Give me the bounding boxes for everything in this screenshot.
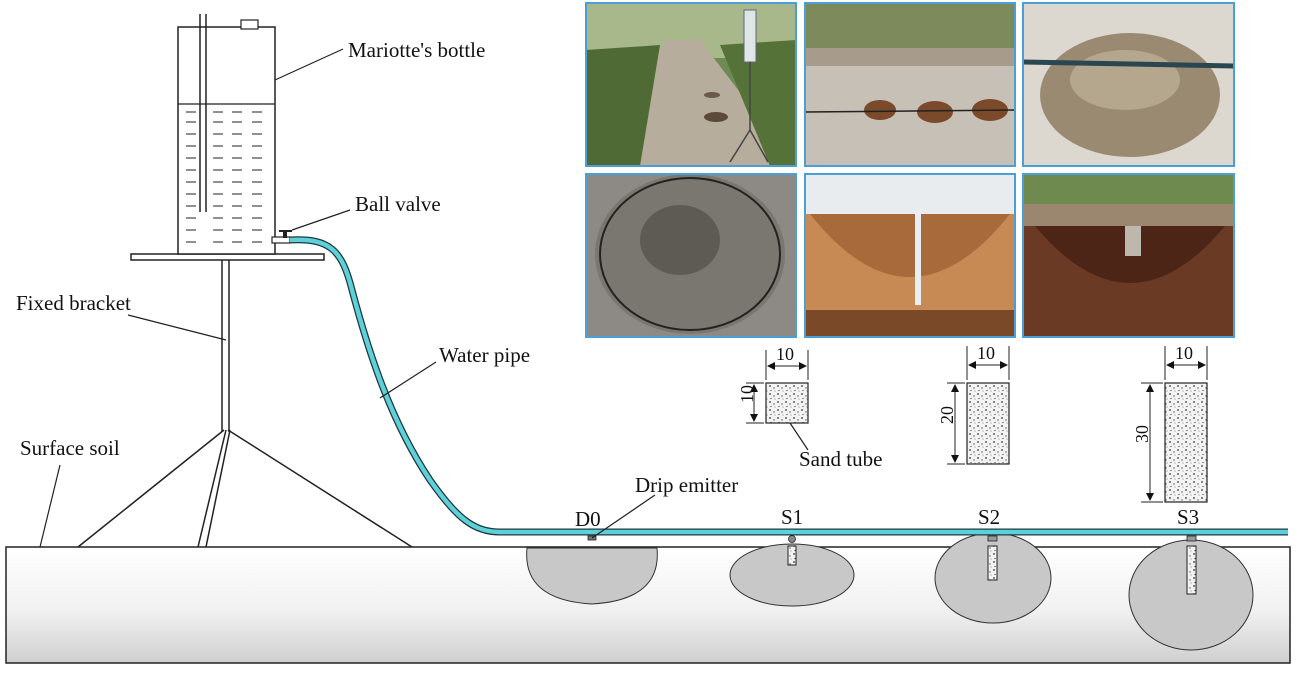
label-sand-tube: Sand tube: [799, 447, 882, 471]
photo-marked-circle: [585, 173, 797, 338]
soil-sand-tube-s1: [787, 545, 797, 566]
drip-emitters: [587, 535, 1197, 543]
field-photos: [585, 2, 1235, 338]
treatment-label-d0: D0: [575, 507, 601, 531]
photo-orchard-setup: [585, 2, 797, 167]
photo-wet-circle: [1022, 2, 1235, 167]
label-mariotte-bottle: Mariotte's bottle: [348, 38, 485, 62]
emitter-s1: [788, 535, 796, 543]
treatment-label-s1: S1: [781, 505, 803, 529]
soil-sand-tube-s2: [987, 545, 998, 581]
wetted-zone-d0: [526, 547, 658, 605]
treatment-label-s3: S3: [1177, 505, 1199, 529]
sand-tube-detail-30: 10 30: [1132, 343, 1208, 503]
photo-wetted-bulb: [1022, 173, 1235, 338]
label-water-pipe: Water pipe: [439, 343, 530, 367]
photo-wet-spots: [804, 2, 1016, 167]
photo-soil-profile: [804, 173, 1016, 338]
sand-tube-detail-10: 10 10: [737, 344, 809, 424]
fixed-bracket: [77, 260, 413, 548]
emitter-s2: [987, 535, 998, 542]
label-drip-emitter: Drip emitter: [635, 473, 738, 497]
bracket-platform: [130, 253, 325, 261]
sand-tube-1-width: 10: [776, 344, 794, 364]
label-ball-valve: Ball valve: [355, 192, 441, 216]
mariotte-bottle: [177, 14, 276, 255]
sand-tube-detail-20: 10 20: [937, 343, 1010, 465]
soil-sand-tubes: [787, 545, 1197, 595]
sand-tube-3-width: 10: [1175, 343, 1193, 363]
sand-tube-2-depth: 20: [937, 406, 957, 424]
label-fixed-bracket: Fixed bracket: [16, 291, 131, 315]
sand-tube-3-depth: 30: [1132, 425, 1152, 443]
water-pipe: [289, 236, 1288, 536]
soil-sand-tube-s3: [1186, 545, 1197, 595]
label-surface-soil: Surface soil: [20, 436, 120, 460]
leader-lines: [39, 48, 809, 548]
sand-tube-1-depth: 10: [737, 385, 757, 403]
treatment-label-s2: S2: [978, 505, 1000, 529]
sand-tube-2-width: 10: [977, 343, 995, 363]
emitter-s3: [1186, 535, 1197, 542]
wetted-zone-s1: [729, 543, 855, 607]
